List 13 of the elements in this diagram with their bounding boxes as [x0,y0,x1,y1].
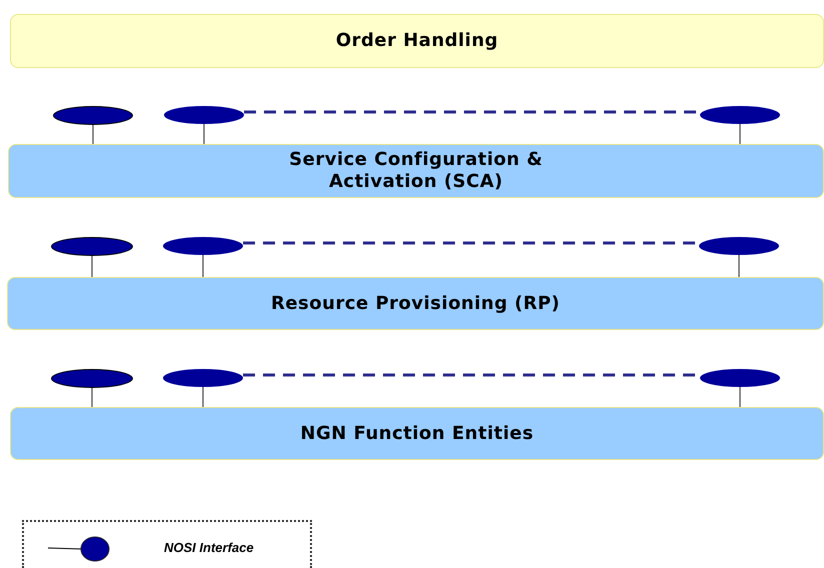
layer-band [10,407,824,460]
connector-line [202,386,204,408]
layer-title: Service Configuration & Activation (SCA) [288,149,544,193]
layer-title: Order Handling [336,30,498,52]
layer-band [10,14,824,68]
layer-title: NGN Function Entities [300,422,534,444]
layer-title: Resource Provisioning (RP) [270,292,560,314]
connector-line [202,254,204,278]
connector-line [738,254,740,278]
legend-label: NOSI Interface [164,540,254,555]
layer-band [8,144,824,198]
layer-band [7,277,824,330]
connector-line [92,124,94,144]
